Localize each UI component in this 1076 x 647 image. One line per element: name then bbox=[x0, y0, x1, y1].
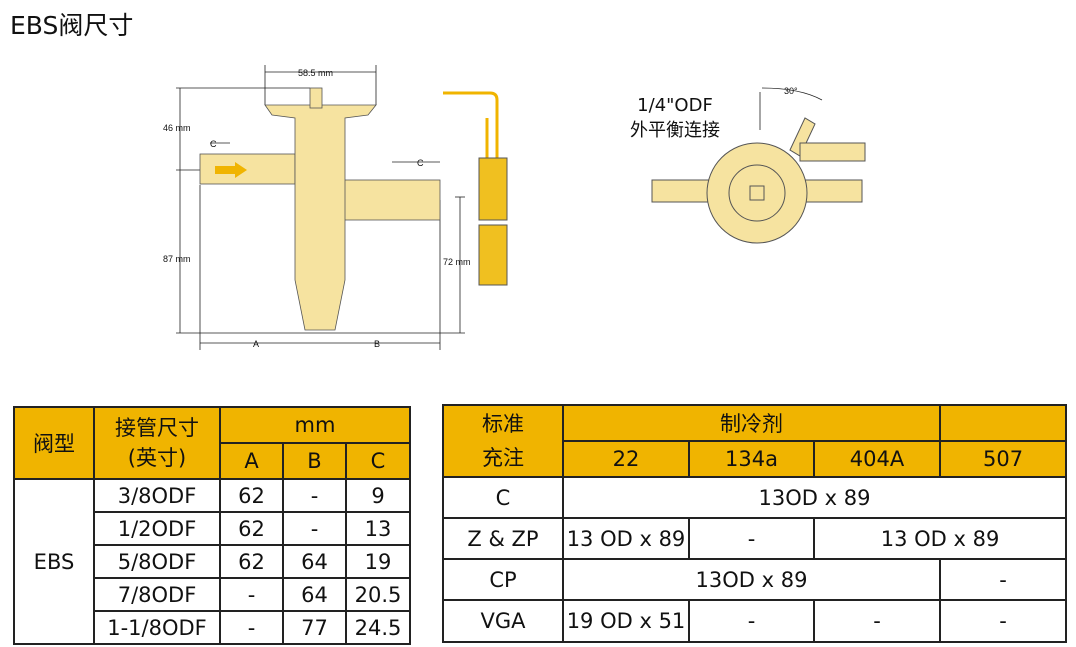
header-charge2: 充注 bbox=[482, 446, 524, 470]
balance-connection-label: 外平衡连接 bbox=[630, 120, 720, 141]
header-a: A bbox=[219, 442, 284, 480]
value-cell: 13OD x 89 bbox=[561, 558, 942, 601]
value-cell: - bbox=[688, 599, 815, 643]
a-cell: 62 bbox=[219, 511, 284, 546]
b-cell: 64 bbox=[282, 577, 347, 612]
value-cell: - bbox=[812, 599, 942, 643]
a-cell: - bbox=[219, 577, 284, 612]
size-cell: 1/2ODF bbox=[93, 511, 221, 546]
b-cell: 64 bbox=[282, 544, 347, 579]
charge-label: Z & ZP bbox=[442, 517, 564, 560]
header-type: 阀型 bbox=[13, 406, 95, 480]
c-cell: 24.5 bbox=[344, 610, 412, 645]
c-cell: 13 bbox=[344, 511, 412, 546]
value-cell: 13 OD x 89 bbox=[812, 517, 1068, 560]
refrigerant-134a: 134a bbox=[688, 440, 815, 478]
value-cell: - bbox=[939, 558, 1068, 601]
charge-label: CP bbox=[442, 558, 564, 601]
header-size: 接管尺寸 bbox=[115, 416, 199, 440]
odf-label: 1/4"ODF bbox=[637, 95, 713, 116]
value-cell: 13 OD x 89 bbox=[562, 517, 690, 560]
dim-87-label: 87 mm bbox=[163, 254, 191, 264]
c-cell: 19 bbox=[344, 544, 412, 579]
size-cell: 5/8ODF bbox=[93, 544, 221, 579]
valve-dimension-drawing: 58.5 mm 46 mm 87 mm 72 mm A B C C 30° bbox=[163, 65, 866, 350]
size-cell: 7/8ODF bbox=[93, 577, 221, 612]
dim-a-label: A bbox=[253, 339, 259, 349]
refrigerant-507: 507 bbox=[939, 440, 1068, 478]
a-cell: 62 bbox=[219, 544, 284, 579]
valve-type: EBS bbox=[13, 478, 95, 645]
value-cell: - bbox=[939, 599, 1068, 643]
dim-72-label: 72 mm bbox=[443, 257, 471, 267]
charge-label: C bbox=[442, 476, 564, 519]
dim-c-label-right: C bbox=[417, 158, 424, 168]
header-b: B bbox=[282, 442, 347, 480]
angle-label: 30° bbox=[784, 86, 798, 96]
b-cell: 77 bbox=[282, 610, 347, 645]
size-cell: 1-1/8ODF bbox=[93, 610, 221, 645]
value-cell: 13OD x 89 bbox=[561, 476, 1068, 519]
value-cell: 19 OD x 51 bbox=[562, 599, 690, 643]
charge-label: VGA bbox=[442, 599, 564, 643]
value-cell: - bbox=[688, 517, 815, 560]
c-cell: 20.5 bbox=[344, 577, 412, 612]
size-cell: 3/8ODF bbox=[93, 478, 221, 513]
a-cell: 62 bbox=[219, 478, 284, 513]
dim-c-label: C bbox=[210, 139, 217, 149]
refrigerant-22: 22 bbox=[562, 440, 690, 478]
a-cell: - bbox=[219, 610, 284, 645]
refrigerant-404a: 404A bbox=[812, 440, 942, 478]
header-charge: 标准 bbox=[482, 412, 524, 436]
dim-46-label: 46 mm bbox=[163, 123, 191, 133]
b-cell: - bbox=[282, 511, 347, 546]
dim-b-label: B bbox=[374, 339, 380, 349]
header-c: C bbox=[344, 442, 412, 480]
header-mm: mm bbox=[218, 406, 412, 444]
header-refrigerant: 制冷剂 bbox=[561, 404, 942, 442]
c-cell: 9 bbox=[344, 478, 412, 513]
dim-width-label: 58.5 mm bbox=[298, 68, 333, 78]
b-cell: - bbox=[282, 478, 347, 513]
header-size-unit: (英寸) bbox=[127, 446, 187, 470]
page-title: EBS阀尺寸 bbox=[10, 11, 134, 40]
